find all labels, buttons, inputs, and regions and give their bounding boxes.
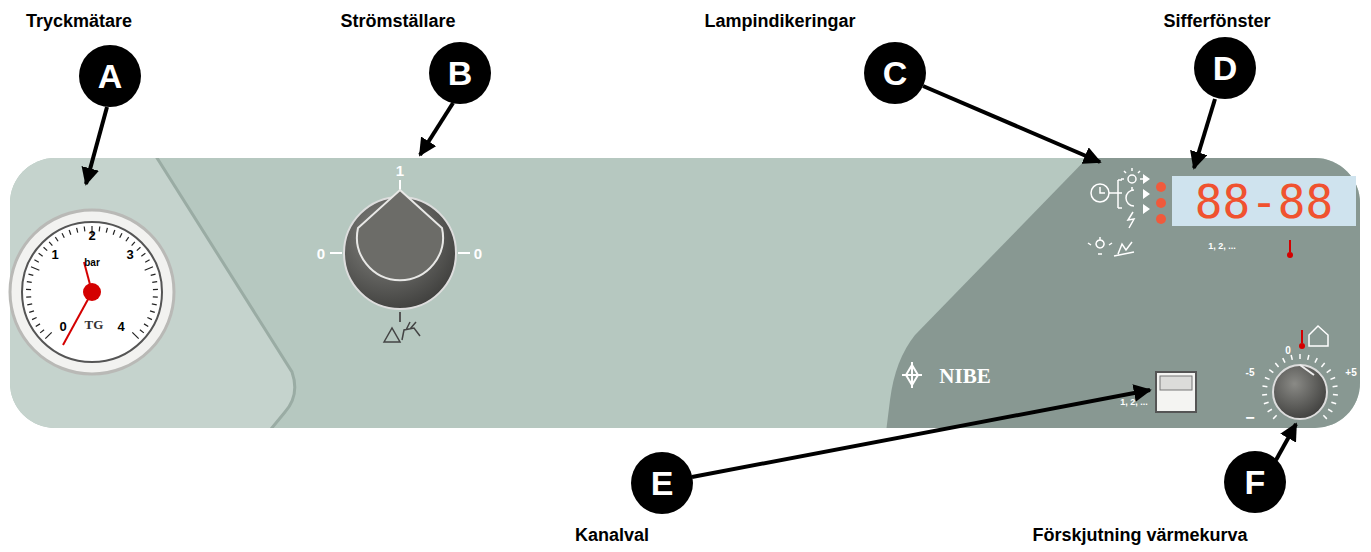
leader-arrows: [86, 86, 1296, 477]
callout-letter-text: E: [651, 466, 674, 500]
dial-scale: +5: [1345, 368, 1356, 378]
channel-label: 1, 2, ...: [1208, 242, 1236, 251]
part-name: Förskjutning värmekurva: [1032, 526, 1247, 544]
dial-scale: 0: [1285, 346, 1291, 356]
unit-label: bar: [84, 258, 100, 268]
brand-logo: NIBE: [939, 366, 990, 387]
switch-position: 0: [317, 246, 325, 261]
part-name: Strömställare: [340, 12, 455, 30]
callout-letter: A: [79, 45, 141, 107]
callout-letter: D: [1194, 37, 1256, 99]
scale-number: 3: [126, 248, 133, 261]
digit-readout: 88-88: [1195, 179, 1333, 225]
callout-letter: C: [864, 42, 926, 104]
switch-position: 0: [474, 246, 482, 261]
callout-letter-text: B: [448, 56, 473, 90]
curve-dial: [1262, 354, 1338, 419]
callout-letter-text: D: [1213, 51, 1238, 85]
part-name: Tryckmätare: [26, 12, 132, 30]
scale-number: 2: [88, 229, 95, 242]
panel-body: [10, 158, 1360, 428]
pressure-gauge: [10, 210, 174, 374]
callout-letter: B: [429, 42, 491, 104]
channel-button: [1156, 372, 1196, 412]
main-switch: [330, 180, 470, 342]
logo-mark: [902, 362, 922, 388]
dial-scale: +: [1346, 410, 1355, 426]
dial-scale: -5: [1246, 368, 1255, 378]
callout-letter: F: [1224, 451, 1286, 513]
part-name: Lampindikeringar: [704, 12, 855, 30]
dial-scale: −: [1245, 410, 1254, 426]
callout-letter: E: [631, 452, 693, 514]
callout-letter-text: A: [98, 59, 123, 93]
brand-mark: TG: [85, 318, 104, 331]
channel-label: 1, 2, ...: [1120, 398, 1148, 407]
callout-letter-text: C: [883, 56, 908, 90]
scale-number: 1: [51, 248, 58, 261]
switch-position: 1: [396, 163, 404, 178]
scale-number: 4: [117, 320, 124, 333]
digit-display: [1172, 176, 1356, 226]
part-name: Sifferfönster: [1163, 12, 1270, 30]
callout-letter-text: F: [1245, 465, 1266, 499]
scale-number: 0: [59, 320, 66, 333]
part-name: Kanalval: [575, 526, 649, 544]
